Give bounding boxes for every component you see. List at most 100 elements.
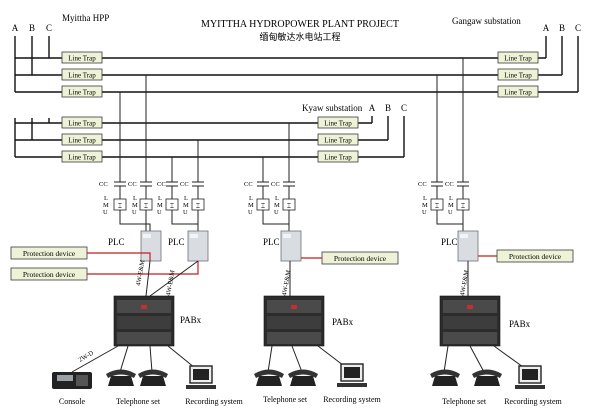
telephone-icon[interactable] bbox=[254, 369, 284, 387]
telephone-icon[interactable] bbox=[288, 369, 318, 387]
station-label-myittha: Myittha HPP bbox=[62, 13, 109, 23]
phase-label-mid-c: C bbox=[401, 103, 407, 113]
svg-text:Protection device: Protection device bbox=[509, 252, 562, 261]
svg-text:M: M bbox=[422, 202, 428, 209]
line-trap[interactable]: Line Trap bbox=[61, 133, 103, 146]
svg-text:M: M bbox=[448, 202, 454, 209]
svg-text:⌶: ⌶ bbox=[144, 202, 148, 210]
line-trap[interactable]: Line Trap bbox=[497, 51, 539, 64]
svg-text:M: M bbox=[248, 202, 254, 209]
svg-text:U: U bbox=[157, 209, 162, 216]
telephone-set-label: Telephone set bbox=[116, 397, 161, 406]
em-links: 4W-E&M 4W-E&M 4W-E&M 4W-E&M bbox=[135, 259, 471, 297]
svg-text:CC: CC bbox=[445, 181, 454, 188]
console-device[interactable]: Console bbox=[52, 372, 92, 406]
svg-text:Line Trap: Line Trap bbox=[504, 89, 532, 97]
svg-text:Line Trap: Line Trap bbox=[504, 72, 532, 80]
svg-text:Line Trap: Line Trap bbox=[68, 72, 96, 80]
diagram-title: MYITTHA HYDROPOWER PLANT PROJECT bbox=[201, 19, 399, 30]
link-label-4wem: 4W-E&M bbox=[135, 259, 146, 286]
pabx-cabinets: PABx PABx PABx bbox=[113, 295, 531, 347]
pabx-cabinet[interactable]: PABx bbox=[263, 295, 354, 347]
line-traps: Line Trap Line Trap Line Trap Line Trap … bbox=[61, 51, 539, 163]
protection-device[interactable]: Protection device bbox=[10, 267, 88, 281]
svg-text:U: U bbox=[274, 209, 279, 216]
computer-icon[interactable] bbox=[515, 365, 545, 389]
protection-device[interactable]: Protection device bbox=[321, 251, 399, 265]
coupling-units: ⌶ CC L M U ⌶ CC L M U ⌶ CC L M U bbox=[99, 181, 470, 218]
line-trap[interactable]: Line Trap bbox=[61, 116, 103, 129]
link-label-4wem: 4W-E&M bbox=[459, 269, 470, 296]
svg-text:U: U bbox=[248, 209, 253, 216]
svg-text:Line Trap: Line Trap bbox=[504, 55, 532, 63]
terminal-cables: 2W-D bbox=[71, 345, 531, 373]
line-trap[interactable]: Line Trap bbox=[317, 116, 359, 129]
svg-text:Line Trap: Line Trap bbox=[68, 55, 96, 63]
link-label-2wd: 2W-D bbox=[78, 350, 96, 364]
telephone-icon[interactable] bbox=[106, 369, 136, 387]
line-trap[interactable]: Line Trap bbox=[61, 68, 103, 81]
svg-text:Line Trap: Line Trap bbox=[68, 154, 96, 162]
svg-text:L: L bbox=[158, 195, 162, 202]
svg-text:L: L bbox=[449, 195, 453, 202]
recording-system-label: Recording system bbox=[185, 397, 243, 406]
pabx-cabinet[interactable]: PABx bbox=[113, 295, 202, 347]
phase-label-right-a: A bbox=[543, 23, 550, 33]
line-trap[interactable]: Line Trap bbox=[317, 133, 359, 146]
line-trap[interactable]: Line Trap bbox=[317, 150, 359, 163]
svg-text:⌶: ⌶ bbox=[196, 202, 200, 210]
plc-label: PLC bbox=[441, 237, 458, 247]
pabx-cabinet[interactable]: PABx bbox=[439, 295, 531, 347]
telephone-set-label: Telephone set bbox=[442, 397, 487, 406]
svg-text:L: L bbox=[133, 195, 137, 202]
svg-text:CC: CC bbox=[271, 181, 280, 188]
phase-bars bbox=[14, 36, 579, 157]
telephone-icon[interactable] bbox=[472, 369, 502, 387]
station-label-gangaw: Gangaw substation bbox=[452, 16, 521, 26]
plc-unit[interactable]: PLC bbox=[108, 230, 162, 262]
phase-label-right-c: C bbox=[575, 23, 581, 33]
computer-icon[interactable] bbox=[337, 363, 367, 387]
svg-text:M: M bbox=[103, 202, 109, 209]
phase-label-mid-a: A bbox=[369, 103, 376, 113]
coupling-unit: ⌶ CC L M U bbox=[180, 181, 205, 218]
line-trap[interactable]: Line Trap bbox=[61, 85, 103, 98]
svg-text:L: L bbox=[184, 195, 188, 202]
plc-unit[interactable]: PLC bbox=[441, 230, 479, 262]
svg-text:Line Trap: Line Trap bbox=[324, 120, 352, 128]
plc-unit[interactable]: PLC bbox=[263, 230, 302, 262]
svg-text:⌶: ⌶ bbox=[461, 202, 465, 210]
line-trap[interactable]: Line Trap bbox=[497, 68, 539, 81]
svg-text:M: M bbox=[274, 202, 280, 209]
protection-device[interactable]: Protection device bbox=[10, 246, 88, 260]
svg-text:Line Trap: Line Trap bbox=[68, 89, 96, 97]
line-trap[interactable]: Line Trap bbox=[497, 85, 539, 98]
telephone-icon[interactable] bbox=[138, 369, 168, 387]
svg-text:CC: CC bbox=[99, 181, 108, 188]
svg-text:CC: CC bbox=[180, 181, 189, 188]
telephone-set-label: Telephone set bbox=[263, 395, 308, 404]
phase-label-mid-b: B bbox=[385, 103, 391, 113]
svg-text:Line Trap: Line Trap bbox=[68, 137, 96, 145]
svg-text:Protection device: Protection device bbox=[334, 254, 387, 263]
svg-text:M: M bbox=[157, 202, 163, 209]
svg-text:Protection device: Protection device bbox=[23, 249, 76, 258]
telephone-icon[interactable] bbox=[430, 369, 460, 387]
recording-system-label: Recording system bbox=[504, 397, 562, 406]
computer-icon[interactable] bbox=[186, 365, 216, 389]
protection-device[interactable]: Protection device bbox=[496, 249, 574, 263]
line-trap[interactable]: Line Trap bbox=[61, 150, 103, 163]
plc-unit[interactable]: PLC bbox=[168, 230, 209, 262]
svg-text:U: U bbox=[448, 209, 453, 216]
coupling-drops bbox=[119, 58, 464, 182]
coupling-unit: ⌶ CC L M U bbox=[445, 181, 470, 218]
line-trap[interactable]: Line Trap bbox=[61, 51, 103, 64]
link-label-4wem: 4W-E&M bbox=[281, 269, 292, 296]
plc-label: PLC bbox=[263, 237, 280, 247]
svg-text:Line Trap: Line Trap bbox=[68, 120, 96, 128]
protection-devices: Protection device Protection device Prot… bbox=[10, 246, 574, 281]
coupling-unit: ⌶ CC L M U bbox=[157, 181, 179, 218]
lmu-plc-wires bbox=[119, 218, 464, 232]
svg-text:CC: CC bbox=[157, 181, 166, 188]
svg-text:⌶: ⌶ bbox=[287, 202, 291, 210]
